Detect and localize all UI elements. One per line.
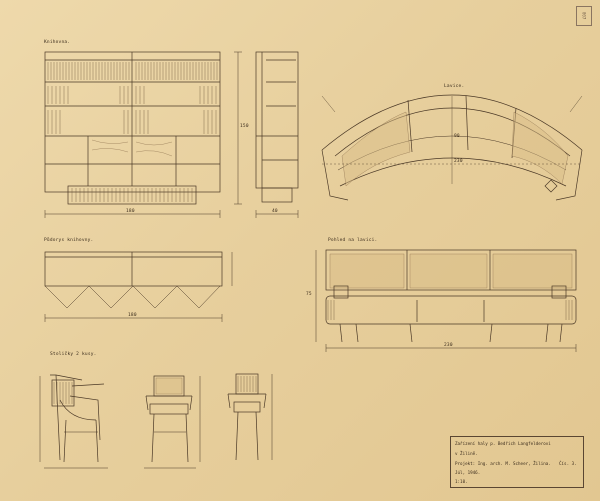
archive-stamp: 007: [576, 6, 592, 26]
bookcase-width-dim: 180: [126, 209, 135, 214]
title-line-1: Zařízení haly p. Bedřich Langfelderovi: [455, 441, 551, 446]
sofa-front-view: [315, 249, 577, 352]
side-depth-dim: 40: [272, 209, 278, 214]
sofa-view-width-dim: 230: [444, 343, 453, 348]
chair-front-view: [144, 375, 201, 469]
title-line-2: v Žilině.: [455, 451, 478, 456]
sofa-plan-view: [321, 94, 583, 201]
bookcase-side-view: [255, 51, 299, 218]
chair-side-view: [39, 374, 108, 469]
bookcase-plan-label: Půdorys knihovny.: [44, 238, 94, 243]
bookcase-front-view: [44, 51, 242, 218]
sheet-number: Čís. 3.: [559, 461, 577, 466]
title-scale: 1:10.: [455, 479, 468, 484]
sofa-span-dim: 230: [454, 159, 463, 164]
bookcase-label: Knihovna.: [44, 40, 71, 45]
chairs-label: Stoličky 2 kusy.: [50, 352, 97, 357]
sofa-view-height-dim: 75: [306, 292, 312, 297]
sofa-view-label: Pohled na lavici.: [328, 238, 378, 243]
title-block: Zařízení haly p. Bedřich Langfelderovi v…: [450, 436, 584, 488]
bookcase-plan-view: [44, 251, 233, 322]
title-line-3: Projekt: Ing. arch. M. Scheer, Žilina.: [455, 461, 551, 466]
plan-width-dim: 180: [128, 313, 137, 318]
chair-rear-view: [227, 373, 273, 461]
sofa-plan-label: Lavice.: [444, 84, 465, 89]
title-date: Júl, 1946.: [455, 470, 481, 475]
bookcase-height-dim: 150: [240, 124, 249, 129]
sofa-depth-dim: 90: [454, 134, 460, 139]
